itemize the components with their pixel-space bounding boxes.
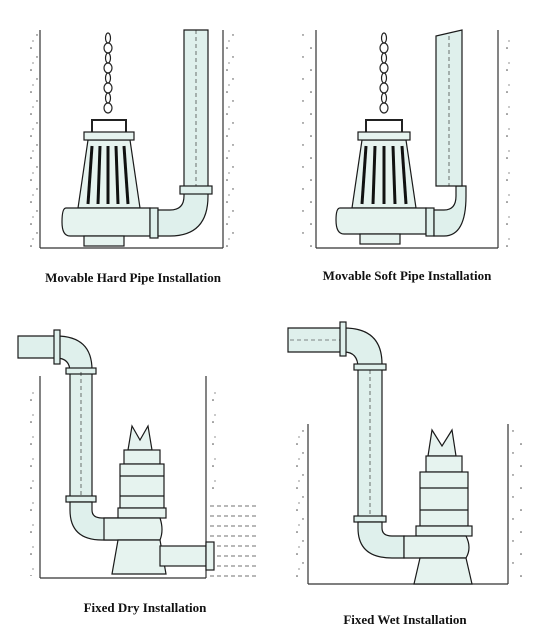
discharge-pipe [287, 321, 405, 559]
discharge-pipe [149, 29, 213, 239]
panel-fixed-dry [17, 329, 256, 579]
panel-movable-hard [28, 29, 236, 249]
caption-fixed-dry: Fixed Dry Installation [83, 600, 207, 615]
soil-left [28, 30, 38, 248]
discharge-pipe [17, 329, 119, 541]
caption-movable-hard: Movable Hard Pipe Installation [45, 270, 221, 285]
caption-fixed-wet: Fixed Wet Installation [343, 612, 467, 627]
pit-walls [315, 30, 499, 249]
lifting-chain [379, 32, 389, 114]
soil-right [226, 30, 236, 248]
pit-walls [307, 424, 509, 585]
panel-movable-soft [302, 29, 512, 249]
lifting-chain [103, 32, 113, 114]
pump-unit [103, 424, 215, 575]
panel-fixed-wet [287, 321, 522, 585]
pump-handle [365, 119, 403, 132]
pump-unit [61, 131, 151, 247]
pump-unit [403, 428, 473, 585]
soil-left [294, 428, 304, 582]
caption-movable-soft: Movable Soft Pipe Installation [322, 268, 492, 283]
discharge-pipe [425, 29, 467, 237]
pit-walls [39, 30, 224, 249]
soil-right [208, 380, 216, 500]
pump-handle [91, 119, 127, 132]
soil-left [26, 380, 36, 576]
water-level-lines [210, 505, 256, 577]
soil-right [512, 428, 522, 582]
soil-right [502, 30, 512, 248]
pump-unit [335, 131, 427, 245]
soil-left [302, 30, 312, 248]
